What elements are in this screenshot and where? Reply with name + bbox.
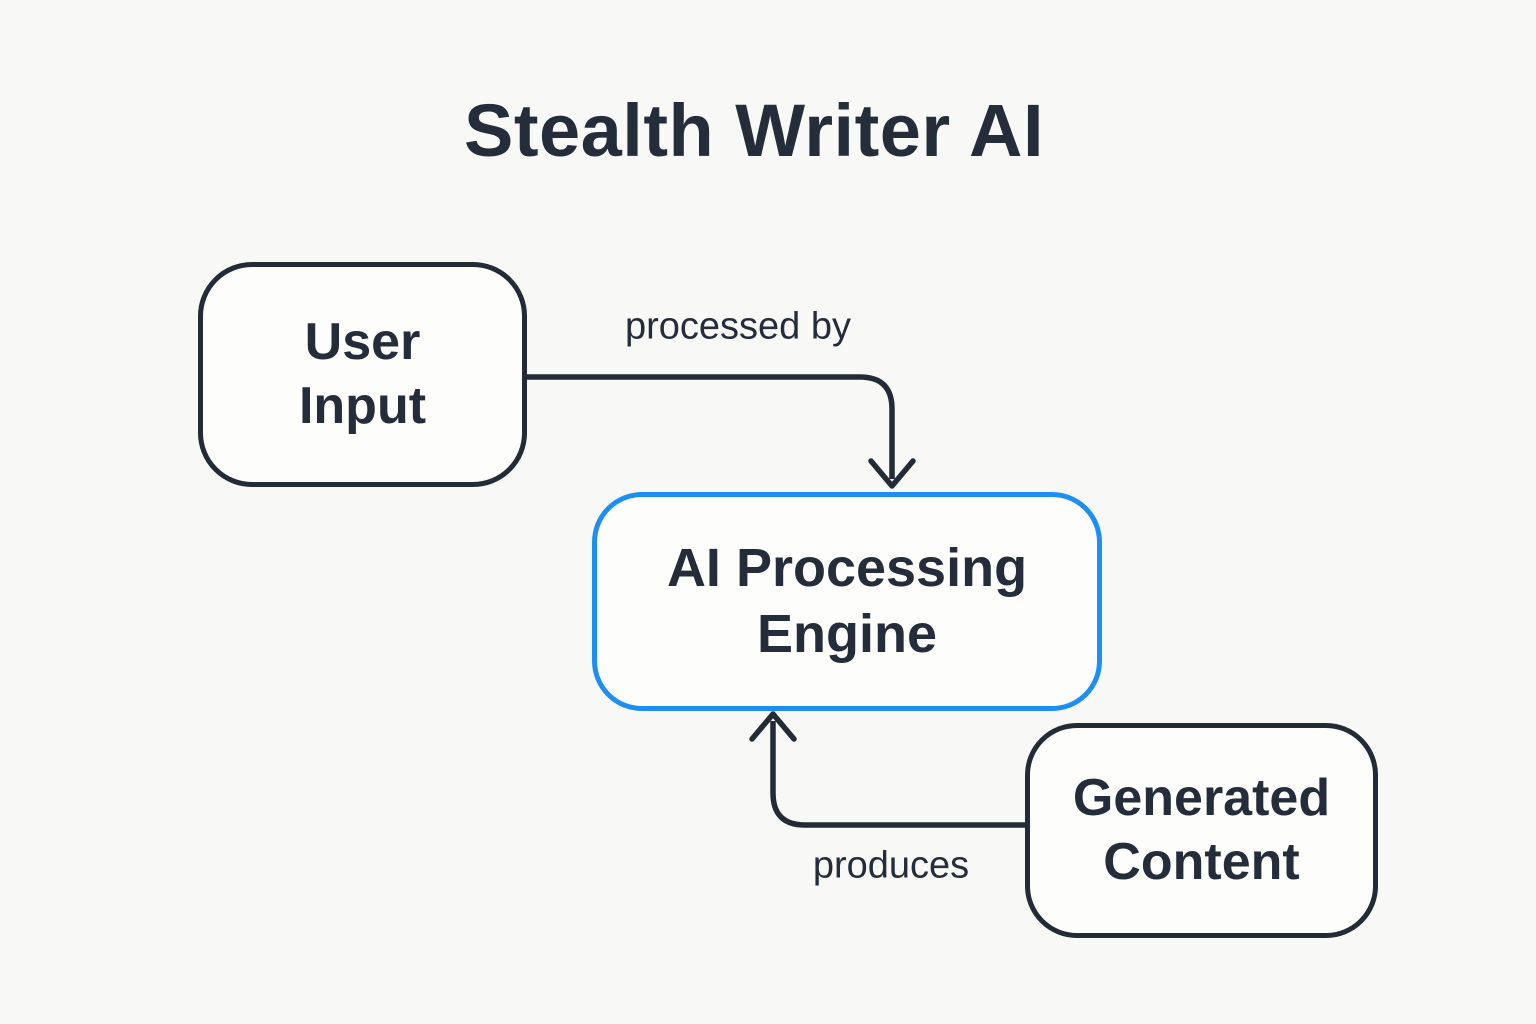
edge-label-processed-by: processed by bbox=[624, 305, 852, 348]
edge-label-produces: produces bbox=[812, 844, 970, 887]
arrowhead-down-icon bbox=[868, 458, 916, 489]
arrowhead-up-icon bbox=[749, 711, 797, 742]
node-ai-processing-engine: AI Processing Engine bbox=[592, 492, 1102, 711]
node-user-input-label: User Input bbox=[298, 313, 427, 435]
edge-processed-by-line bbox=[527, 374, 895, 479]
node-generated-content: Generated Content bbox=[1025, 723, 1378, 938]
node-generated-content-label: Generated Content bbox=[1072, 769, 1331, 891]
node-user-input: User Input bbox=[198, 262, 527, 487]
edge-produces-line bbox=[770, 721, 1025, 828]
diagram-title: Stealth Writer AI bbox=[463, 89, 1045, 172]
node-ai-processing-engine-label: AI Processing Engine bbox=[666, 537, 1028, 664]
